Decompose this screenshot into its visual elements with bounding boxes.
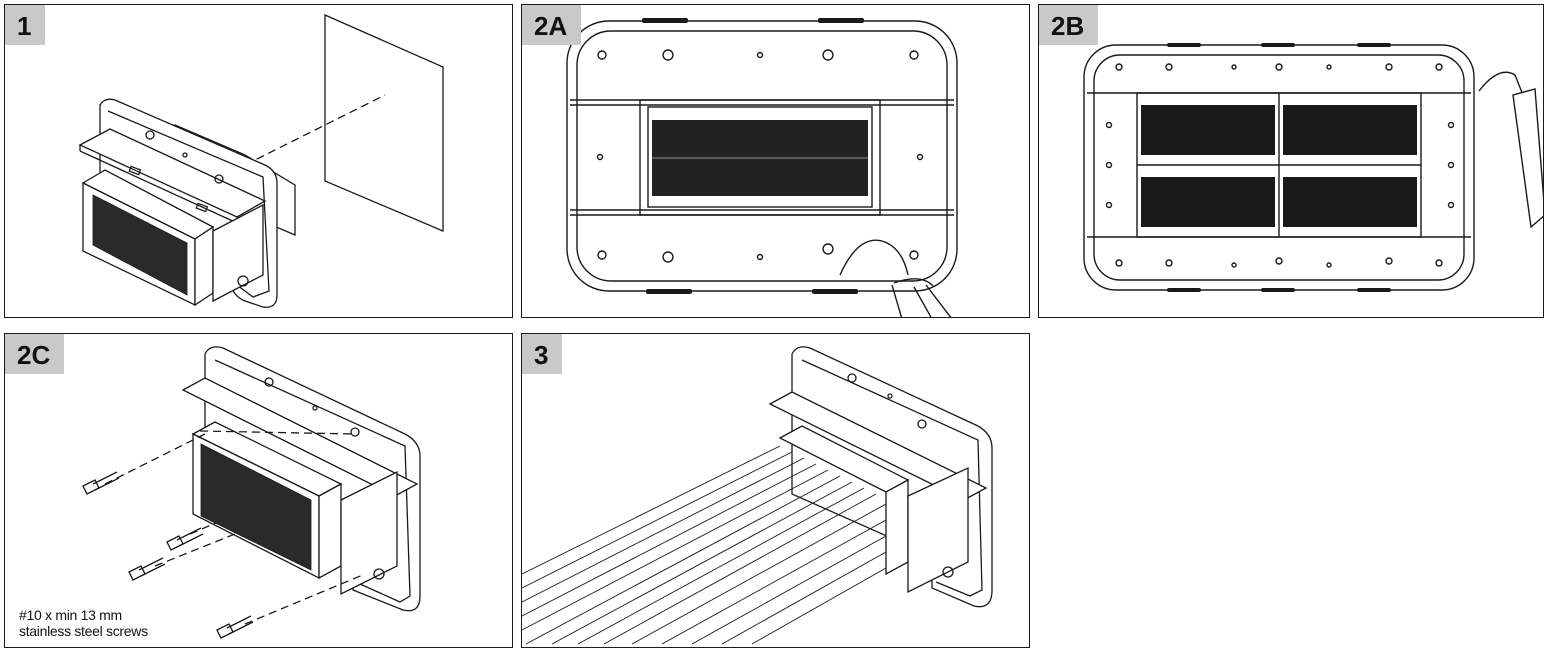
step-1-label: 1 (5, 5, 46, 45)
step-2c-illustration (82, 346, 421, 639)
step-2b-illustration (1083, 43, 1543, 292)
step-2a-label: 2A (522, 5, 582, 45)
screw-icon (82, 471, 120, 495)
panel-step-2b: 2B (1038, 4, 1544, 318)
panel-step-1: 1 (4, 4, 513, 318)
panel-step-2c: 2C (4, 333, 513, 648)
wall-sheet (324, 14, 444, 232)
step-2a-illustration (566, 18, 958, 317)
panel-step-3: 3 (521, 333, 1030, 648)
screw-spec-line-1: #10 x min 13 mm (19, 607, 122, 623)
panel-step-2a: 2A (521, 4, 1030, 318)
step-3-label: 3 (522, 334, 563, 374)
step-1-illustration (78, 14, 444, 308)
step-2b-label: 2B (1039, 5, 1099, 45)
screw-spec-line-2: stainless steel screws (19, 623, 148, 639)
step-3-illustration (522, 346, 993, 645)
step-2c-label: 2C (5, 334, 65, 374)
screw-spec-caption: #10 x min 13 mm stainless steel screws (19, 607, 148, 639)
